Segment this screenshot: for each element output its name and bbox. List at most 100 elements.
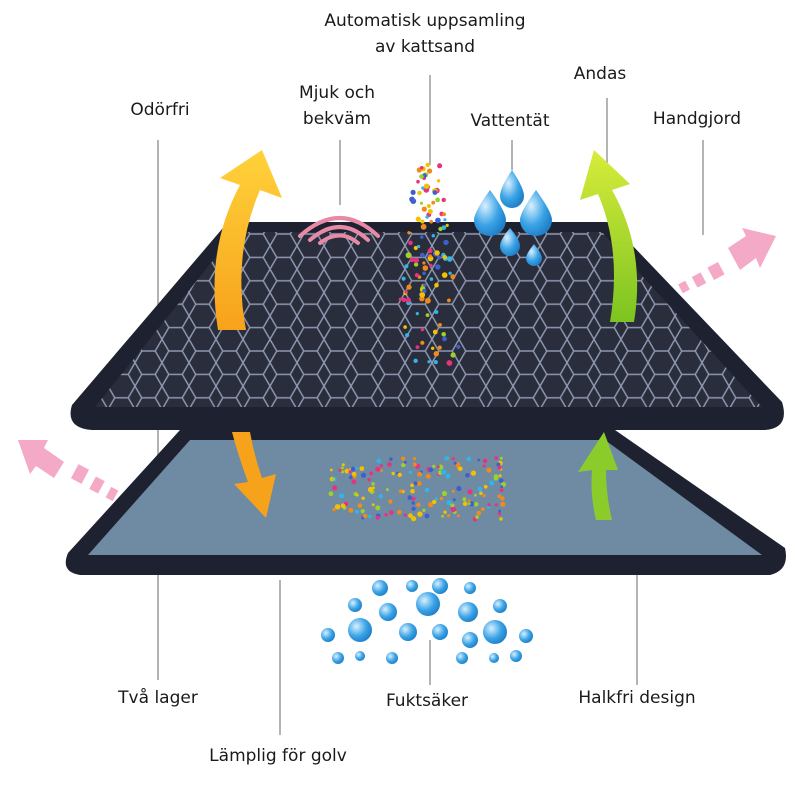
litter-particle — [409, 196, 415, 203]
litter-particle — [403, 460, 407, 464]
litter-particle — [407, 231, 411, 235]
litter-particle — [500, 501, 506, 507]
litter-particle — [420, 340, 425, 345]
label-auto-collect: Automatisk uppsamling av kattsand — [324, 11, 526, 57]
litter-particle — [453, 461, 457, 465]
litter-particle — [442, 255, 447, 260]
litter-particle — [476, 510, 482, 516]
litter-particle — [401, 276, 406, 281]
litter-particle — [425, 473, 431, 479]
litter-particle — [371, 482, 375, 486]
litter-particle — [441, 490, 448, 497]
litter-particle — [410, 483, 414, 488]
litter-particle — [457, 514, 460, 518]
litter-particle — [465, 473, 470, 478]
litter-particle — [467, 499, 471, 503]
litter-particle — [344, 468, 350, 474]
litter-particle — [422, 261, 426, 265]
litter-particle — [431, 200, 436, 205]
litter-particle — [427, 168, 433, 174]
litter-particle — [421, 206, 427, 212]
litter-particle — [351, 479, 357, 485]
litter-particle — [415, 345, 420, 349]
litter-particle — [408, 470, 412, 474]
litter-particle — [417, 244, 421, 249]
litter-particle — [420, 252, 425, 258]
litter-particle — [422, 265, 429, 271]
litter-particles — [328, 162, 507, 522]
litter-particle — [499, 478, 504, 484]
litter-particle — [434, 250, 440, 256]
litter-particle — [500, 496, 505, 501]
litter-particle — [354, 509, 359, 514]
litter-particle — [426, 204, 431, 208]
litter-particle — [445, 223, 449, 227]
litter-particle — [466, 456, 472, 462]
litter-particle — [376, 458, 382, 464]
litter-particle — [409, 257, 415, 263]
litter-particle — [403, 325, 407, 329]
litter-particle — [338, 468, 342, 472]
litter-particle — [332, 507, 336, 512]
litter-particle — [388, 499, 393, 504]
litter-particle — [456, 344, 461, 349]
litter-particle — [487, 506, 491, 510]
litter-particle — [419, 166, 424, 170]
soft-wave-icon — [298, 216, 380, 245]
litter-particle — [388, 510, 394, 515]
label-odor-free: Odörfri — [130, 100, 190, 120]
litter-particle — [413, 245, 418, 251]
litter-particle — [389, 457, 393, 461]
litter-particle — [456, 485, 462, 492]
litter-particle — [425, 297, 431, 304]
litter-particle — [367, 486, 374, 493]
litter-particle — [367, 514, 372, 519]
litter-particle — [494, 503, 498, 507]
litter-particle — [421, 186, 425, 190]
litter-particle — [441, 197, 446, 203]
litter-particle — [423, 283, 427, 287]
litter-particle — [470, 470, 477, 476]
litter-particle — [479, 491, 483, 496]
litter-particle — [406, 284, 412, 290]
litter-particle — [437, 163, 443, 169]
litter-particle — [499, 456, 503, 460]
litter-particle — [442, 212, 446, 217]
litter-particle — [446, 256, 453, 262]
litter-particle — [497, 494, 502, 499]
litter-particle — [410, 488, 415, 494]
litter-particle — [397, 509, 402, 515]
litter-particle — [417, 471, 423, 477]
litter-particle — [424, 487, 430, 493]
litter-particle — [348, 507, 354, 513]
bottom-mat-layer — [65, 430, 786, 575]
litter-particle — [422, 508, 426, 512]
litter-particle — [411, 516, 417, 522]
top-mat-layer — [70, 222, 784, 430]
orange-down-arrow-icon — [232, 432, 276, 518]
bubble-icon — [321, 578, 533, 664]
litter-particle — [413, 481, 418, 486]
litter-particle — [411, 506, 416, 511]
litter-particle — [473, 502, 479, 507]
litter-particle — [425, 162, 430, 168]
litter-particle — [360, 509, 365, 514]
litter-particle — [498, 474, 502, 478]
litter-particle — [480, 507, 485, 511]
litter-particle — [416, 481, 422, 486]
litter-particle — [496, 462, 501, 467]
litter-particle — [341, 463, 345, 467]
litter-particle — [375, 505, 381, 511]
litter-particle — [363, 513, 368, 519]
litter-particle — [411, 501, 416, 505]
litter-particle — [425, 313, 430, 317]
litter-particle — [443, 510, 447, 514]
litter-particle — [403, 513, 407, 517]
litter-particle — [332, 485, 338, 491]
label-waterproof: Vattentät — [470, 111, 550, 131]
litter-particle — [482, 458, 488, 464]
litter-particle — [401, 456, 406, 461]
litter-particle — [435, 264, 441, 270]
litter-particle — [401, 462, 406, 468]
litter-particle — [378, 494, 383, 499]
